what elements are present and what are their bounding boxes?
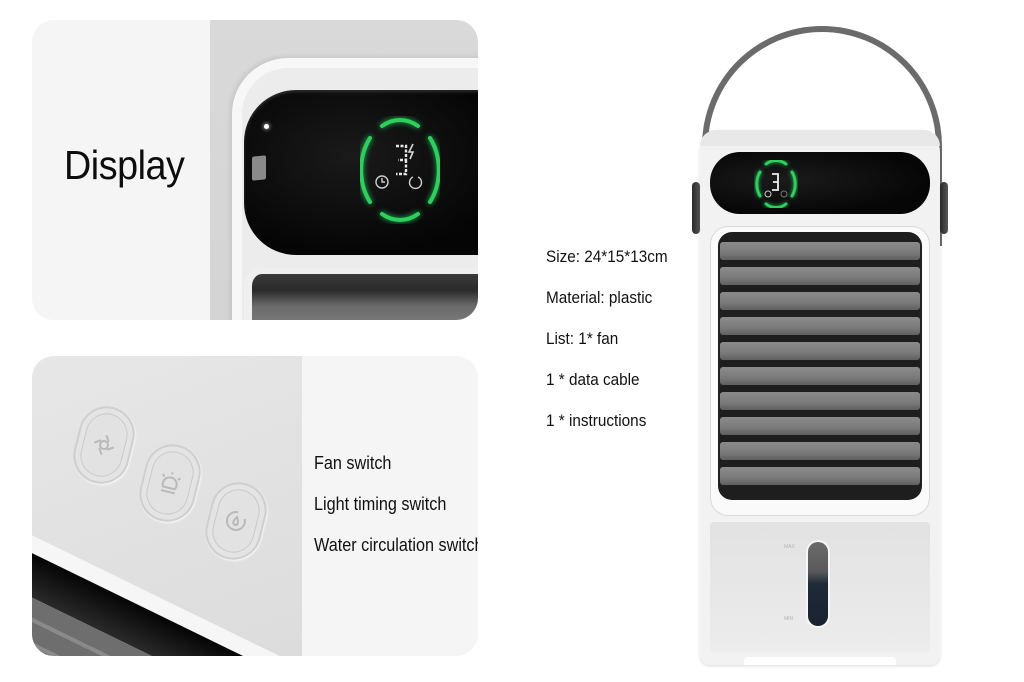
louver-slat[interactable]: [720, 317, 920, 335]
led-display-screen: [244, 90, 478, 255]
display-closeup-photo: [210, 20, 478, 320]
handle-clip-right: [940, 182, 948, 234]
feature-fan-switch: Fan switch: [314, 453, 392, 473]
feature-text-panel: [302, 356, 478, 656]
display-ring-icon: [755, 160, 797, 208]
grille-frame: [710, 226, 930, 516]
louver-slat[interactable]: [720, 442, 920, 460]
louver-slat[interactable]: [720, 292, 920, 310]
gauge-min-label: MIN: [784, 616, 794, 622]
spec-package-instructions: 1 * instructions: [546, 411, 647, 430]
display-label-panel: Display: [32, 20, 210, 320]
top-cap: [700, 130, 940, 146]
cycle-icon: [408, 176, 423, 190]
air-cooler-product-image: MAX MIN: [680, 20, 960, 670]
fan-icon: [93, 434, 115, 456]
spec-material: Material: plastic: [546, 288, 653, 307]
water-cycle-icon: [225, 510, 246, 531]
device-feet: [714, 655, 926, 665]
specifications-list: Size: 24*15*13cm Material: plastic List:…: [546, 246, 681, 451]
feature-list: Fan switch Light timing switch Water cir…: [314, 452, 478, 575]
display-feature-card: Display: [32, 20, 478, 320]
louver-slat[interactable]: [720, 242, 920, 260]
louver-slat[interactable]: [720, 392, 920, 410]
spec-package-fan: List: 1* fan: [546, 329, 619, 348]
feature-light-timing-switch: Light timing switch: [314, 494, 447, 514]
feature-water-circulation-switch: Water circulation switch: [314, 535, 478, 555]
spec-size: Size: 24*15*13cm: [546, 247, 668, 266]
switch-closeup-photo: [32, 356, 302, 656]
air-vent: [244, 268, 478, 320]
handle-clip-left: [692, 182, 700, 234]
louver-slat[interactable]: [720, 267, 920, 285]
green-ring-icon: [360, 118, 440, 222]
clock-icon: [375, 175, 389, 189]
water-circulation-switch-button[interactable]: [199, 476, 273, 566]
louver-grille: [718, 232, 922, 500]
water-level-window: [808, 542, 828, 626]
lamp-icon: [160, 472, 181, 495]
display-title: Display: [64, 142, 185, 188]
spec-package-cable: 1 * data cable: [546, 370, 640, 389]
louver-slat[interactable]: [720, 417, 920, 435]
device-body: MAX MIN: [700, 130, 940, 665]
louver-slat[interactable]: [720, 342, 920, 360]
indicator-light: [264, 124, 269, 129]
fan-switch-button[interactable]: [67, 400, 141, 490]
gauge-max-label: MAX: [784, 544, 795, 550]
louver-slat[interactable]: [720, 467, 920, 485]
water-tank: MAX MIN: [710, 522, 930, 652]
lightning-icon: [407, 143, 415, 160]
speed-digit-icon: [396, 144, 408, 176]
sensor-window: [252, 155, 266, 181]
light-timing-switch-button[interactable]: [133, 438, 207, 528]
switch-feature-card: Fan switch Light timing switch Water cir…: [32, 356, 478, 656]
device-display: [710, 152, 930, 214]
louver-slat[interactable]: [720, 367, 920, 385]
